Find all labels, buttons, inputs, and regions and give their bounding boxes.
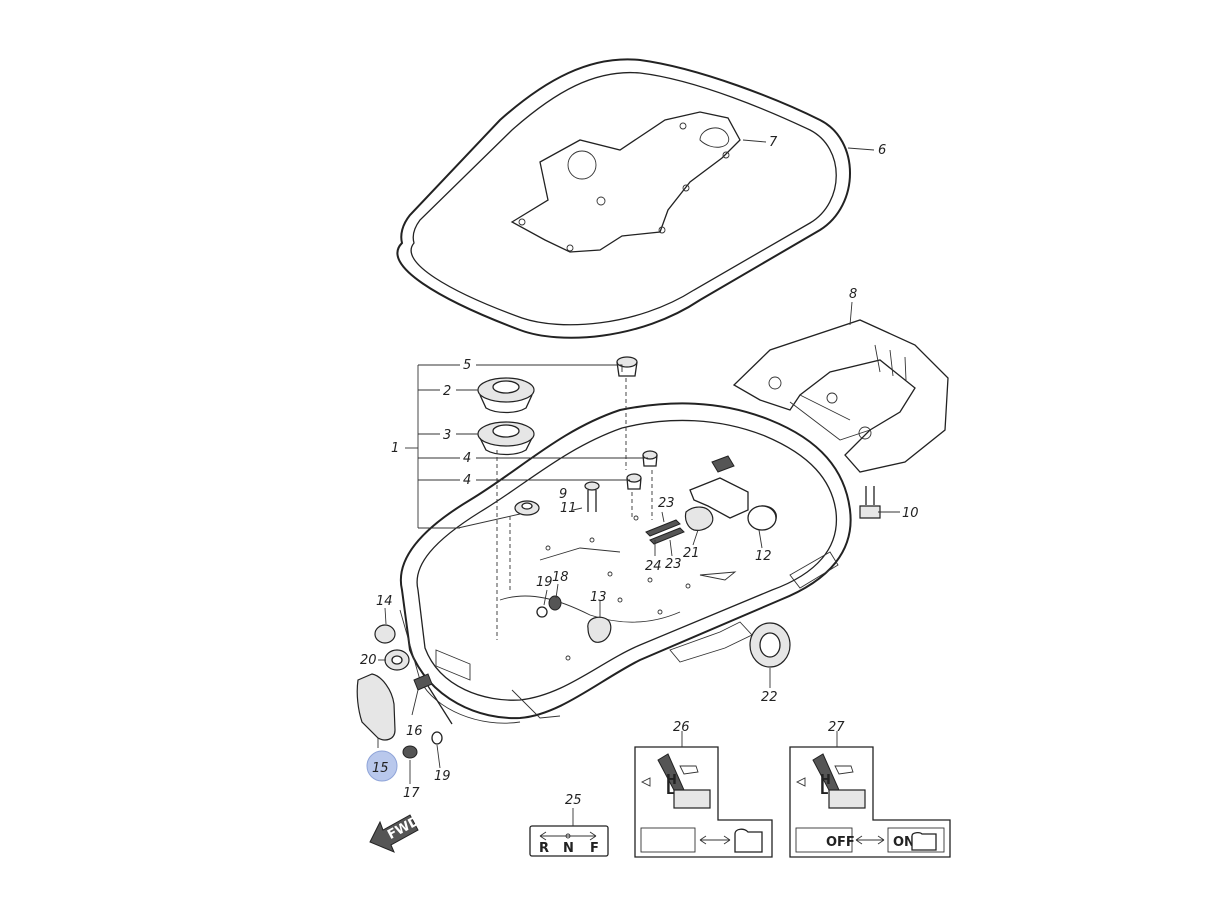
label25-n: N (563, 841, 574, 856)
handle-part-8[interactable] (732, 319, 949, 473)
callout-4b: 4 (463, 473, 471, 488)
label27-l: L (820, 783, 828, 798)
callout-23b: 23 (665, 557, 682, 572)
label-part-26[interactable]: H L (634, 746, 773, 858)
leader-lines (377, 139, 900, 784)
label-part-25[interactable]: R N F (529, 825, 609, 857)
bolt-part-9[interactable] (584, 481, 600, 512)
callout-17: 17 (403, 786, 420, 801)
plug-part-14[interactable] (374, 624, 396, 644)
callout-14: 14 (376, 594, 393, 609)
highlight-part-15 (366, 750, 398, 782)
washer-part-19[interactable] (431, 731, 443, 745)
callout-1: 1 (391, 441, 399, 456)
callout-21: 21 (683, 546, 700, 561)
callout-10: 10 (902, 506, 919, 521)
callout-15: 15 (372, 761, 389, 776)
pin-part-16[interactable] (413, 673, 453, 725)
label-part-27[interactable]: H L OFF ON (789, 746, 951, 858)
lever-part-15[interactable] (356, 673, 396, 741)
label26-h: H (666, 773, 677, 788)
screw-part-17[interactable] (402, 745, 418, 759)
callout-11: 11 (560, 501, 577, 516)
callout-12: 12 (755, 549, 772, 564)
bolt-part-10[interactable] (859, 486, 881, 519)
callout-4a: 4 (463, 451, 471, 466)
callout-24: 24 (645, 559, 662, 574)
label25-f: F (590, 841, 599, 856)
grommet-part-20[interactable] (384, 649, 410, 671)
callout-23a: 23 (658, 496, 675, 511)
fwd-direction-arrow: FWD (369, 814, 422, 853)
callout-5: 5 (463, 358, 471, 373)
label27-on: ON (893, 835, 915, 850)
washer-part-18-19[interactable] (536, 595, 562, 618)
callout-26: 26 (673, 720, 690, 735)
cap-part-12[interactable] (747, 505, 777, 531)
plug-part-5[interactable] (616, 356, 638, 377)
callout-3: 3 (443, 428, 451, 443)
callout-2: 2 (443, 384, 451, 399)
callout-18: 18 (552, 570, 569, 585)
callout-7: 7 (769, 135, 778, 150)
knob-part-13[interactable] (587, 616, 612, 643)
lower-cover-part-1[interactable] (399, 402, 852, 724)
grommet-part-11[interactable] (514, 500, 540, 516)
plug-part-4[interactable] (626, 450, 658, 490)
callout-8: 8 (849, 287, 857, 302)
grommet-part-22[interactable] (749, 622, 791, 668)
callout-27: 27 (828, 720, 845, 735)
callout-22: 22 (761, 690, 778, 705)
callout-9: 9 (559, 487, 567, 502)
callout-16: 16 (406, 724, 423, 739)
callout-bracket-1 (405, 364, 653, 640)
leader-ticks (543, 507, 838, 826)
label26-l: L (666, 783, 674, 798)
label27-off: OFF (826, 835, 855, 850)
label25-r: R (539, 841, 549, 856)
gasket-plate-part-7[interactable] (510, 111, 741, 253)
callout-19b: 19 (434, 769, 451, 784)
callout-25: 25 (565, 793, 582, 808)
label27-h: H (820, 773, 831, 788)
callout-6: 6 (878, 143, 886, 158)
cover-seal-part-6[interactable] (396, 58, 851, 339)
callout-20: 20 (360, 653, 377, 668)
callout-19a: 19 (536, 575, 553, 590)
callout-13: 13 (590, 590, 607, 605)
grommet-part-2[interactable] (477, 377, 535, 414)
grommet-part-3[interactable] (477, 421, 535, 456)
